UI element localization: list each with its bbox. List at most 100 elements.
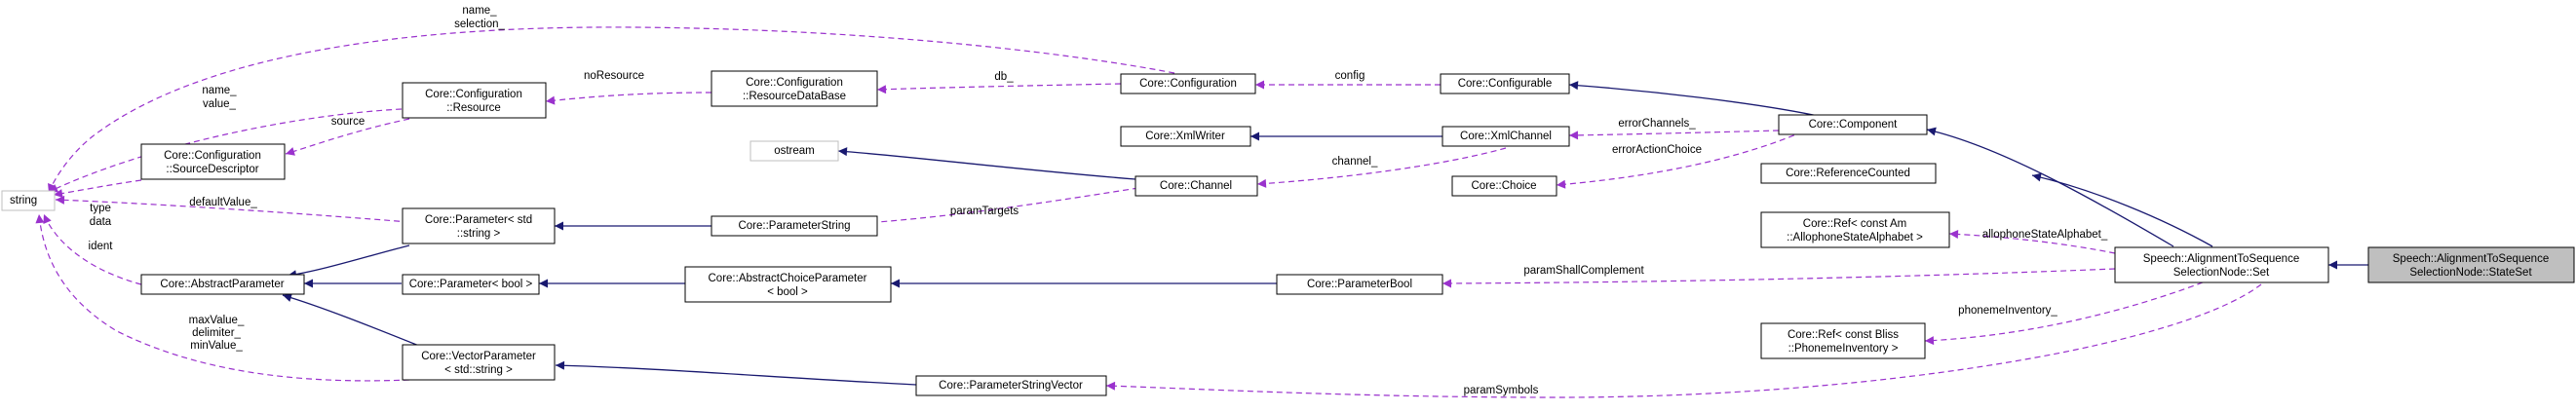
svg-text:Speech::AlignmentToSequence: Speech::AlignmentToSequence — [2143, 253, 2299, 265]
label-resource-name: name_ — [202, 85, 237, 96]
svg-text:Core::AbstractChoiceParameter: Core::AbstractChoiceParameter — [709, 273, 867, 284]
svg-text:string: string — [10, 195, 37, 206]
edge-component-errorchannels-to-xmlchannel — [1568, 130, 1780, 140]
label-error-channels: errorChannels_ — [1618, 118, 1696, 130]
node-configuration[interactable]: Core::Configuration — [1120, 73, 1256, 94]
svg-text:Core::Configuration: Core::Configuration — [746, 77, 843, 89]
label-error-action-choice: errorActionChoice — [1612, 144, 1702, 156]
label-param-symbols: paramSymbols — [1464, 385, 1539, 396]
node-configurable[interactable]: Core::Configurable — [1440, 73, 1570, 94]
edge-component-to-configurable — [1568, 81, 1824, 118]
node-parameter-std-string[interactable]: Core::Parameter< std ::string > — [402, 207, 556, 244]
node-abstractparameter[interactable]: Core::AbstractParameter — [140, 274, 305, 295]
svg-text:::ResourceDataBase: ::ResourceDataBase — [743, 91, 846, 102]
edge-set-allophone-to-ref — [1948, 229, 2116, 254]
label-db: db_ — [994, 71, 1014, 83]
node-xmlwriter[interactable]: Core::XmlWriter — [1120, 126, 1251, 147]
svg-text:::SourceDescriptor: ::SourceDescriptor — [166, 164, 258, 175]
svg-text:< std::string >: < std::string > — [444, 364, 513, 376]
edge-parameterstringvector-to-vectorparameter — [555, 360, 917, 386]
edge-vectorparameter-to-string — [35, 213, 410, 382]
edge-set-phoneme-to-ref — [1924, 281, 2204, 346]
node-abstractchoiceparameter[interactable]: Core::AbstractChoiceParameter < bool > — [684, 266, 892, 303]
label-sd-data: data — [90, 216, 112, 228]
svg-text:SelectionNode::Set: SelectionNode::Set — [2173, 267, 2270, 279]
edge-set-to-component — [1926, 127, 2174, 247]
label-sd-type: type — [90, 203, 111, 214]
svg-text:SelectionNode::StateSet: SelectionNode::StateSet — [2409, 267, 2532, 279]
node-selectionnode-stateset[interactable]: Speech::AlignmentToSequence SelectionNod… — [2367, 246, 2575, 283]
svg-text:Core::XmlChannel: Core::XmlChannel — [1460, 131, 1552, 142]
edge-labels: name_ selection_ name_ value_ type data … — [89, 5, 2108, 396]
edge-resourcedatabase-to-resource — [545, 92, 712, 105]
nodes: string Core::Configuration ::Resource Co… — [1, 70, 2575, 396]
label-allophone-state-alphabet: allophoneStateAlphabet_ — [1982, 229, 2108, 241]
svg-text:Core::Channel: Core::Channel — [1160, 180, 1232, 192]
node-xmlchannel[interactable]: Core::XmlChannel — [1442, 126, 1570, 147]
label-default-value: defaultValue_ — [189, 197, 257, 208]
svg-text:Core::ParameterString: Core::ParameterString — [738, 220, 850, 232]
svg-text:Core::XmlWriter: Core::XmlWriter — [1145, 131, 1225, 142]
edge-channel-paramtargets-to-parameterstring — [847, 187, 1139, 228]
svg-text:Core::Configuration: Core::Configuration — [164, 150, 261, 162]
node-parameterbool[interactable]: Core::ParameterBool — [1276, 274, 1443, 295]
node-parameterstringvector[interactable]: Core::ParameterStringVector — [915, 375, 1107, 396]
node-ref-allophonestatealphabet[interactable]: Core::Ref< const Am ::AllophoneStateAlph… — [1760, 211, 1950, 248]
node-ostream[interactable]: ostream — [750, 140, 839, 162]
label-config-selection-1: name_ — [462, 5, 497, 17]
node-parameterstring[interactable]: Core::ParameterString — [711, 215, 878, 237]
label-no-resource: noResource — [584, 70, 644, 82]
node-configuration-sourcedescriptor[interactable]: Core::Configuration ::SourceDescriptor — [140, 143, 286, 180]
node-selectionnode-set[interactable]: Speech::AlignmentToSequence SelectionNod… — [2114, 246, 2329, 283]
svg-text:::PhonemeInventory >: ::PhonemeInventory > — [1788, 343, 1899, 355]
svg-text:Speech::AlignmentToSequence: Speech::AlignmentToSequence — [2393, 253, 2549, 265]
svg-text:Core::Configuration: Core::Configuration — [425, 89, 522, 100]
svg-text:::AllophoneStateAlphabet >: ::AllophoneStateAlphabet > — [1787, 232, 1923, 243]
label-config: config — [1335, 70, 1365, 82]
edge-configuration-selection-to-string — [48, 26, 1175, 194]
node-component[interactable]: Core::Component — [1778, 114, 1928, 135]
label-config-selection-2: selection_ — [454, 19, 505, 30]
edge-resource-source-to-sourcedescriptor — [285, 118, 410, 156]
svg-text:ostream: ostream — [774, 145, 815, 157]
svg-text:Core::Ref< const Bliss: Core::Ref< const Bliss — [1788, 329, 1899, 341]
label-ident: ident — [89, 241, 114, 252]
edges — [35, 26, 2368, 398]
label-max-value: maxValue_ — [189, 315, 245, 326]
edge-set-paramsymbols-to-parameterstringvector — [1105, 283, 2262, 398]
node-configuration-resource[interactable]: Core::Configuration ::Resource — [402, 82, 547, 119]
label-delimiter: delimiter_ — [192, 327, 241, 339]
node-parameter-bool-template[interactable]: Core::Parameter< bool > — [402, 274, 540, 295]
label-phoneme-inventory: phonemeInventory_ — [1958, 305, 2057, 317]
edge-set-to-referencecounted — [2031, 172, 2213, 247]
svg-text:Core::Component: Core::Component — [1809, 119, 1899, 131]
label-param-shall-complement: paramShallComplement — [1523, 265, 1644, 277]
node-string[interactable]: string — [1, 190, 56, 211]
edge-sourcedescriptor-to-string — [53, 179, 142, 199]
svg-text:Core::Parameter< std: Core::Parameter< std — [425, 214, 532, 226]
svg-text:Core::Configurable: Core::Configurable — [1458, 78, 1553, 90]
edge-component-erroraction-to-choice — [1556, 131, 1804, 189]
node-ref-phonemeinventory[interactable]: Core::Ref< const Bliss ::PhonemeInventor… — [1760, 322, 1926, 359]
svg-text:Core::Parameter< bool >: Core::Parameter< bool > — [409, 279, 533, 290]
svg-text:Core::AbstractParameter: Core::AbstractParameter — [160, 279, 284, 290]
svg-text:::string >: ::string > — [457, 228, 501, 240]
edge-vectorparameter-to-abstractparameter — [282, 293, 420, 347]
node-referencecounted[interactable]: Core::ReferenceCounted — [1760, 163, 1937, 184]
svg-text:Core::ParameterStringVector: Core::ParameterStringVector — [939, 380, 1083, 392]
edge-configuration-db-to-resourcedatabase — [876, 83, 1122, 94]
label-source: source — [331, 116, 365, 128]
svg-text:Core::Ref< const Am: Core::Ref< const Am — [1803, 218, 1906, 230]
node-configuration-resourcedatabase[interactable]: Core::Configuration ::ResourceDataBase — [711, 70, 878, 107]
label-channel: channel_ — [1332, 156, 1378, 168]
node-vectorparameter[interactable]: Core::VectorParameter < std::string > — [402, 344, 556, 381]
edge-xmlchannel-channel-to-channel — [1256, 147, 1507, 188]
svg-text:Core::Choice: Core::Choice — [1471, 180, 1536, 192]
edge-abstractparameter-ident-to-string — [43, 213, 142, 285]
edge-parameterstringtemplate-default-to-string — [55, 195, 410, 223]
node-channel[interactable]: Core::Channel — [1134, 175, 1258, 197]
node-choice[interactable]: Core::Choice — [1451, 175, 1557, 197]
svg-text:::Resource: ::Resource — [446, 102, 501, 114]
svg-text:< bool >: < bool > — [767, 286, 808, 298]
